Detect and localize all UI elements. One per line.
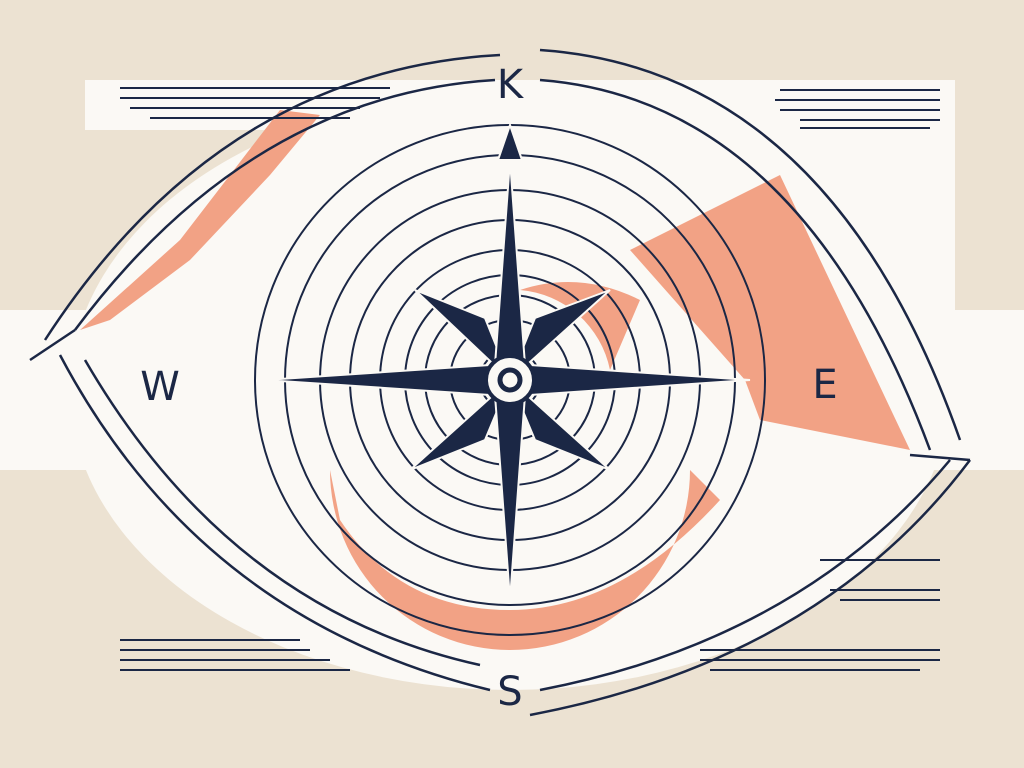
west-label: W	[140, 364, 180, 410]
south-label: S	[497, 669, 522, 715]
east-label: E	[812, 362, 837, 408]
north-label: K	[497, 62, 525, 108]
decorative-lines	[120, 87, 940, 671]
compass-rose-icon	[264, 121, 751, 601]
outer-curves	[29, 48, 971, 717]
